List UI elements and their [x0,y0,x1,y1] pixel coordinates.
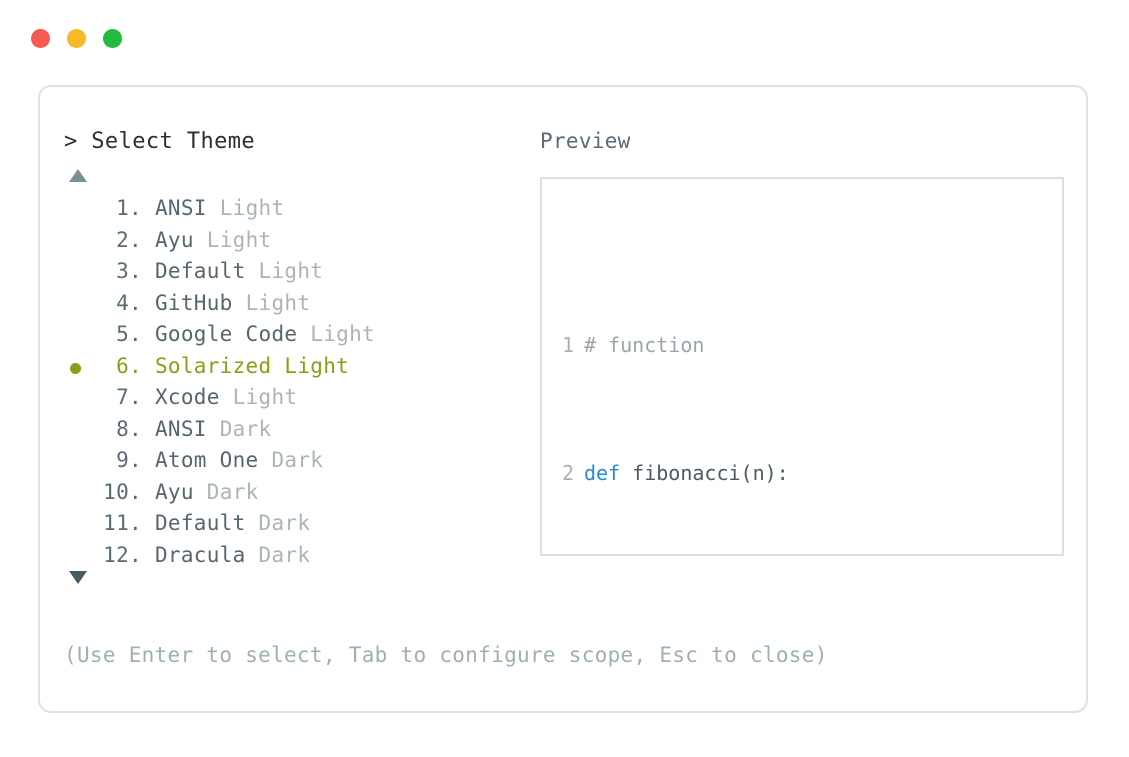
theme-list-item[interactable]: 2. Ayu Light [64,225,524,257]
theme-index: 7. [116,385,142,409]
code-line-1: 1 # function [542,329,1062,361]
theme-list-item[interactable]: 9. Atom One Dark [64,445,524,477]
code-token-plain: fibonacci(n): [620,461,789,485]
theme-index: 3. [116,259,142,283]
theme-index: 9. [116,448,142,472]
theme-index: 11. [103,511,142,535]
theme-mode: Light [219,196,285,220]
preview-title: Preview [540,129,631,153]
theme-mode: Light [310,322,375,346]
theme-mode: Light [245,290,311,315]
theme-index: 2. [116,227,142,252]
theme-mode: Dark [271,448,324,472]
code-token-comment: # function [584,333,705,357]
code-line-2: 2 def fibonacci(n): [542,457,1062,489]
theme-name: Xcode [154,385,220,409]
theme-list-item[interactable]: 3. Default Light [64,256,524,288]
theme-index: 10. [103,479,142,504]
theme-name: Default [154,511,246,535]
theme-list-item[interactable]: 6. Solarized Light [64,351,524,383]
theme-index: 12. [103,542,142,567]
theme-list-item[interactable]: 1. ANSI Light [64,193,524,225]
theme-name: Google Code [154,322,298,346]
theme-index: 1. [116,196,142,220]
selected-bullet-icon [70,362,81,374]
theme-list-item[interactable]: 10. Ayu Dark [64,477,524,509]
line-number: 2 [561,461,574,485]
theme-name: Default [154,259,246,283]
theme-index: 8. [116,416,142,441]
close-button[interactable] [31,29,50,48]
minimize-button[interactable] [67,29,86,48]
theme-name: GitHub [154,290,233,315]
triangle-down-icon[interactable] [69,571,87,584]
theme-mode: Dark [258,511,311,535]
theme-name: Dracula [154,542,246,567]
theme-index: 6. [116,353,142,378]
theme-name: ANSI [154,196,207,220]
theme-name: Atom One [154,448,259,472]
line-number: 1 [561,333,574,357]
theme-name: Ayu [154,479,194,504]
keyboard-hint: (Use Enter to select, Tab to configure s… [64,643,828,667]
theme-mode: Light [284,353,350,378]
theme-list-item[interactable]: 7. Xcode Light [64,382,524,414]
theme-index: 5. [116,322,142,346]
theme-list-item[interactable]: 11. Default Dark [64,508,524,540]
code-token-keyword: def [584,461,621,485]
maximize-button[interactable] [103,29,122,48]
theme-mode: Light [206,227,272,252]
theme-mode: Dark [206,479,259,504]
theme-list-item[interactable]: 4. GitHub Light [64,288,524,320]
picker-prompt: > Select Theme [64,129,256,154]
theme-mode: Dark [219,416,272,441]
theme-name: ANSI [154,416,207,441]
theme-index: 4. [116,290,142,315]
theme-list-item[interactable]: 5. Google Code Light [64,319,524,351]
theme-mode: Light [258,259,324,283]
triangle-up-icon[interactable] [69,169,87,182]
theme-list-item[interactable]: 8. ANSI Dark [64,414,524,446]
theme-name: Ayu [154,227,194,252]
theme-mode: Light [232,385,298,409]
theme-list-item[interactable]: 12. Dracula Dark [64,540,524,572]
theme-mode: Dark [258,542,311,567]
window-traffic-lights [31,29,122,48]
theme-name: Solarized [154,353,272,378]
